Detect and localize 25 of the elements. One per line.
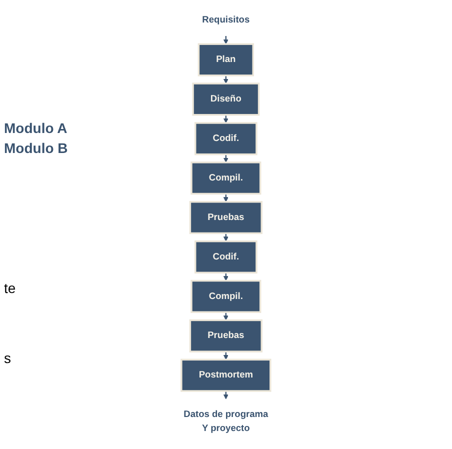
arrow bbox=[223, 154, 229, 163]
arrow bbox=[223, 272, 229, 281]
node-text: Datos de programa Y proyecto bbox=[184, 410, 268, 434]
module-heading: Modulo A bbox=[4, 120, 68, 136]
node-box: Codif. bbox=[194, 240, 258, 274]
arrow bbox=[223, 233, 229, 242]
text-fragment: s bbox=[4, 350, 11, 366]
node-box: Diseño bbox=[192, 82, 260, 116]
node-box: Compil. bbox=[190, 280, 262, 313]
arrow bbox=[223, 194, 229, 202]
node-box: Pruebas bbox=[189, 201, 263, 234]
module-heading: Modulo B bbox=[4, 140, 68, 156]
node-box: Plan bbox=[198, 43, 254, 76]
text-fragment: te bbox=[4, 280, 16, 296]
node-box: Postmortem bbox=[180, 358, 272, 392]
arrow bbox=[223, 36, 229, 44]
arrow bbox=[223, 312, 229, 320]
arrow bbox=[223, 352, 229, 360]
node-text: Requisitos bbox=[202, 15, 250, 25]
arrow bbox=[223, 75, 229, 84]
node-box: Compil. bbox=[190, 162, 262, 195]
arrow bbox=[223, 114, 229, 124]
node-box: Pruebas bbox=[189, 319, 263, 352]
node-box: Codif. bbox=[194, 122, 258, 156]
arrow bbox=[223, 391, 229, 400]
